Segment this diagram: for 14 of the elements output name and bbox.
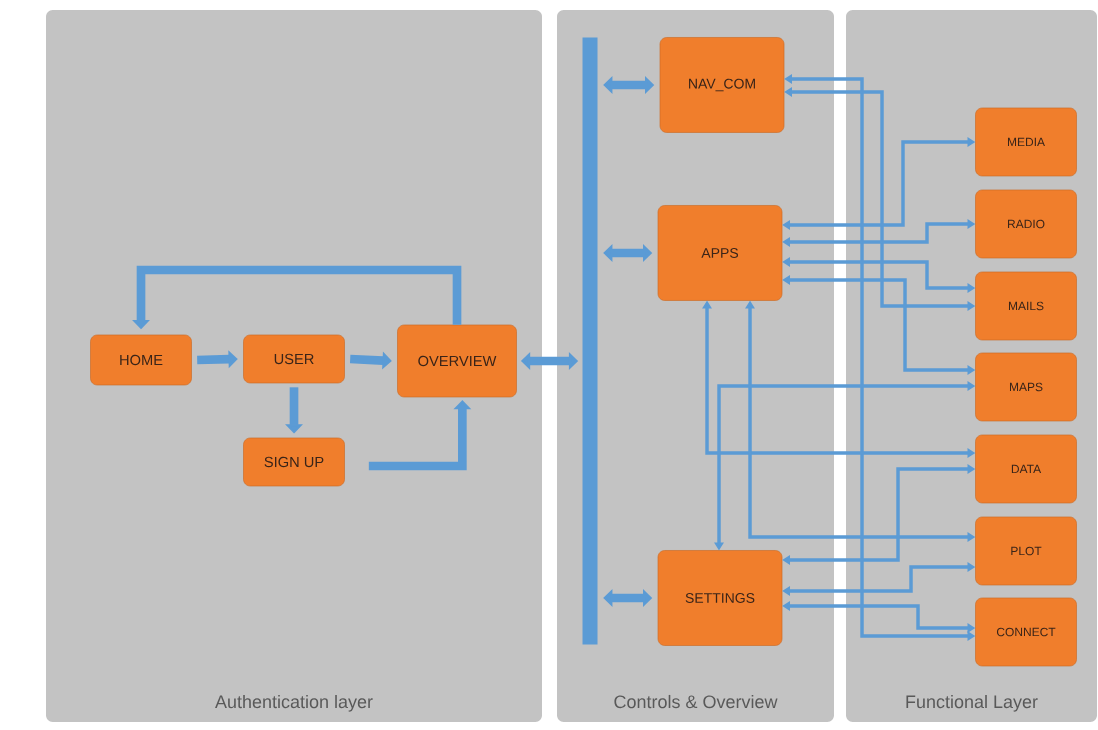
process-box: CONNECT — [975, 597, 1077, 667]
process-box: SETTINGS — [657, 550, 783, 646]
process-box: MAILS — [975, 271, 1077, 341]
process-box: MEDIA — [975, 107, 1077, 177]
process-box: SIGN UP — [243, 437, 345, 487]
process-box: RADIO — [975, 189, 1077, 259]
process-box: NAV_COM — [659, 37, 785, 133]
process-box: MAPS — [975, 352, 1077, 422]
process-box: USER — [243, 334, 345, 384]
process-box: PLOT — [975, 516, 1077, 586]
process-box: DATA — [975, 434, 1077, 504]
process-box: HOME — [90, 334, 192, 386]
process-box: OVERVIEW — [397, 324, 517, 398]
process-box: APPS — [657, 205, 783, 301]
